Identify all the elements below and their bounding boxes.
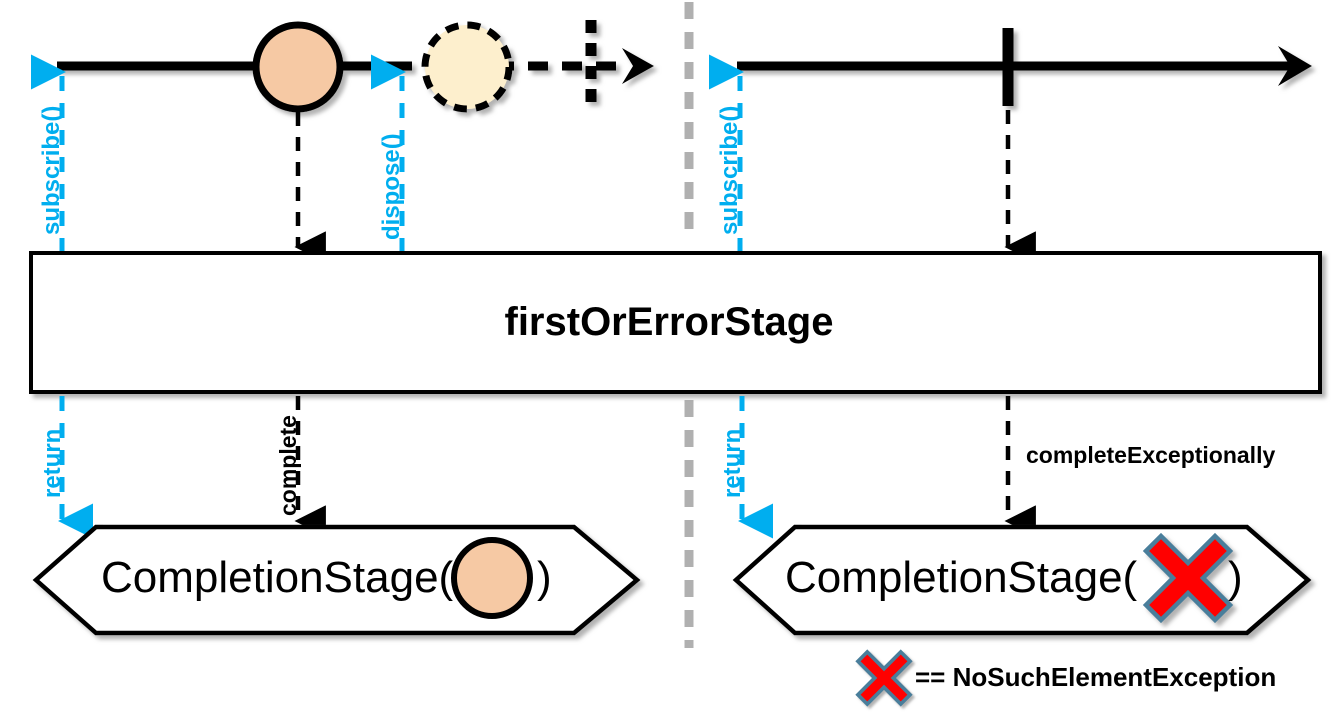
operator-box xyxy=(29,251,1322,394)
right-timeline-arrowhead xyxy=(1278,46,1312,86)
left-ignored-marble xyxy=(421,21,513,113)
left-completionstage-hexagon xyxy=(32,524,641,636)
left-timeline-arrowhead xyxy=(622,48,654,84)
left-emitted-marble xyxy=(252,21,344,113)
right-result-error-icon xyxy=(1142,532,1234,624)
legend-error-icon xyxy=(855,649,913,707)
left-result-marble xyxy=(451,537,533,619)
